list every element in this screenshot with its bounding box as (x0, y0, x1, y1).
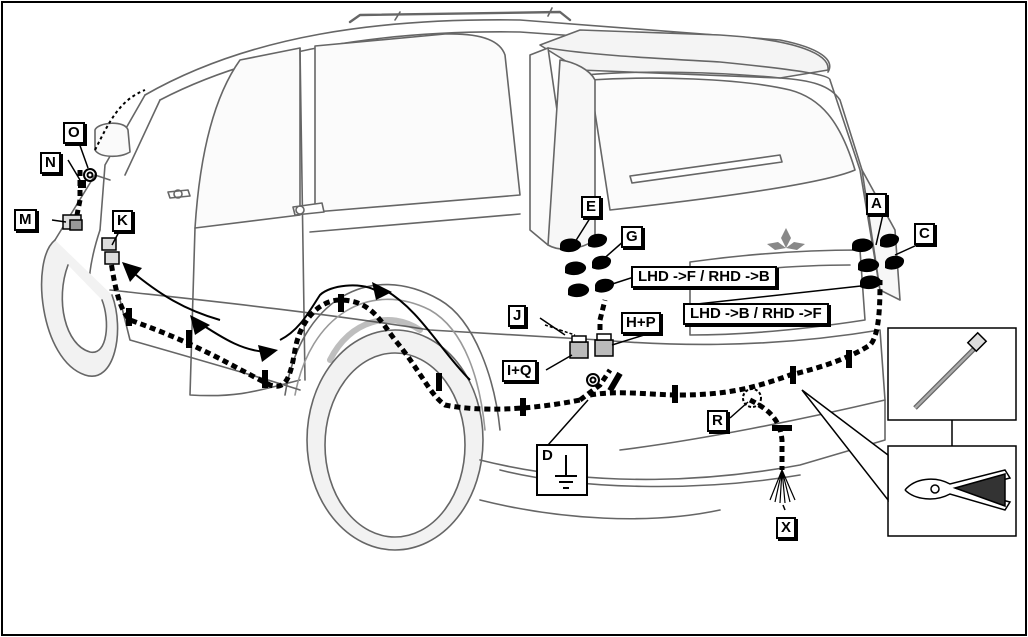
label-e: E (581, 196, 602, 218)
label-lhd-b-rhd-f: LHD ->B / RHD ->F (683, 303, 829, 325)
label-lhd-f-rhd-b: LHD ->F / RHD ->B (631, 266, 777, 288)
route-markers (78, 180, 852, 431)
label-hp: H+P (621, 312, 661, 334)
leader-lines (51, 139, 929, 511)
front-connectors (62, 214, 120, 265)
label-n: N (40, 152, 61, 174)
loose-wire-ends (769, 469, 796, 504)
label-c: C (914, 223, 935, 245)
label-x: X (776, 517, 797, 539)
label-d: D (542, 447, 553, 464)
label-g: G (621, 226, 643, 248)
label-iq: I+Q (502, 360, 537, 382)
ground-terminals (83, 168, 762, 408)
tools-panel (801, 327, 1017, 537)
arrow-heads (122, 262, 392, 362)
ground-symbol (536, 444, 588, 496)
label-j: J (508, 305, 527, 327)
label-a: A (866, 193, 887, 215)
relay-modules (544, 324, 614, 359)
label-m: M (14, 209, 37, 231)
side-cutter-pliers-icon (904, 469, 1012, 511)
cable-tie-icon (913, 331, 988, 410)
label-r: R (707, 410, 728, 432)
car-outline (40, 7, 901, 551)
label-o: O (63, 122, 85, 144)
label-k: K (112, 210, 133, 232)
connector-cluster-left (560, 233, 615, 298)
